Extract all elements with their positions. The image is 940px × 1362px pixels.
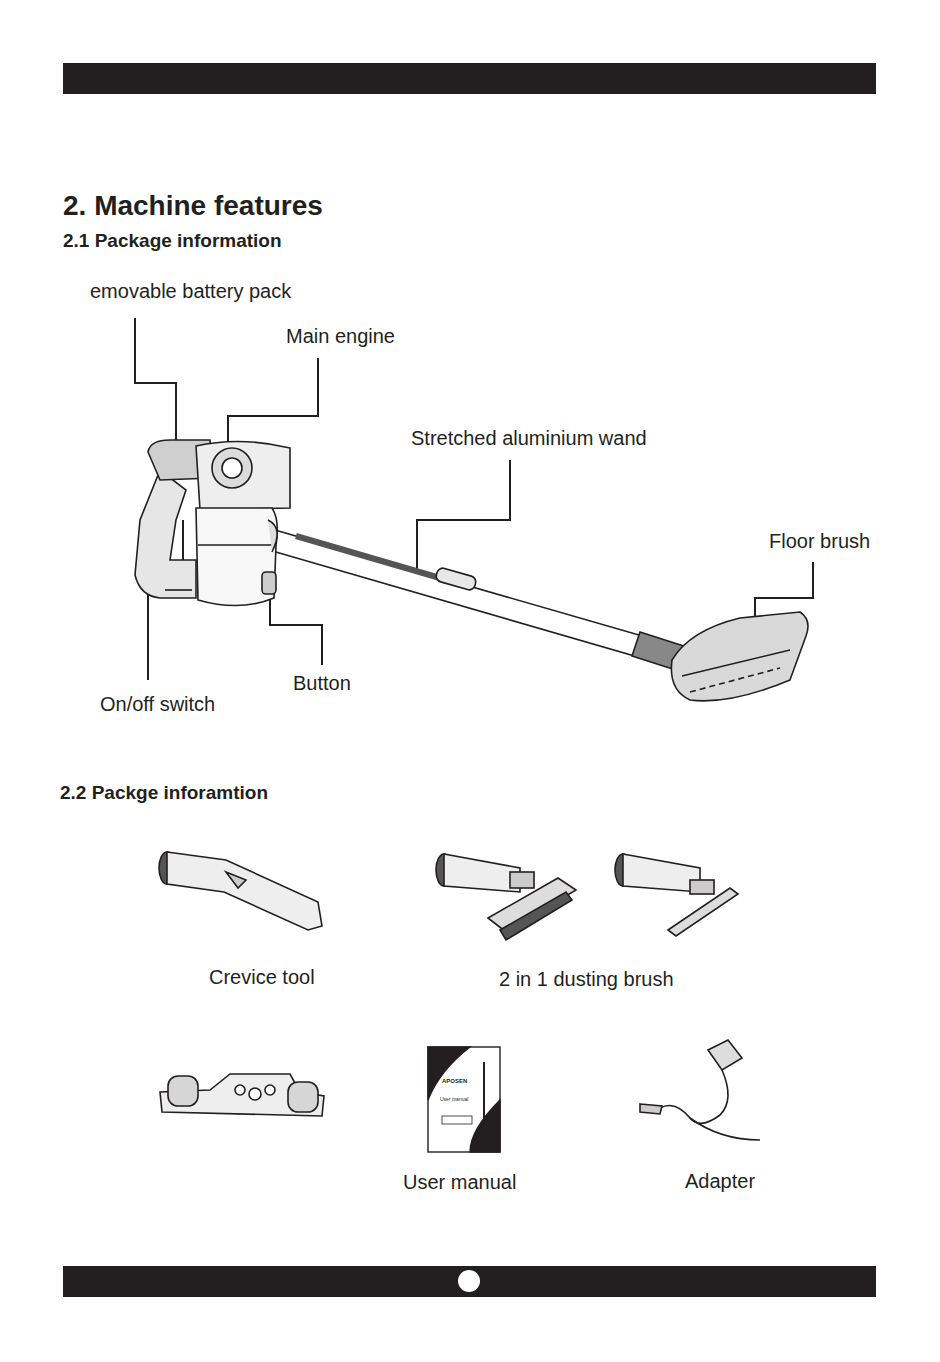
part-label: On/off switch bbox=[100, 692, 215, 716]
accessory-label: Adapter bbox=[685, 1169, 755, 1193]
dusting-brush-drawing bbox=[436, 854, 738, 940]
booklet-title: User manual bbox=[440, 1096, 468, 1102]
brand-mark: APOSEN bbox=[442, 1078, 467, 1085]
adapter-drawing bbox=[640, 1040, 760, 1140]
accessory-label: 2 in 1 dusting brush bbox=[499, 967, 674, 991]
accessory-label: User manual bbox=[403, 1170, 516, 1194]
subsection-heading: 2.2 Packge inforamtion bbox=[60, 782, 268, 805]
booklet-drawing bbox=[428, 1047, 500, 1152]
header-band bbox=[63, 63, 876, 94]
part-label: Floor brush bbox=[769, 529, 870, 553]
page-dot bbox=[458, 1270, 480, 1292]
part-label: Button bbox=[293, 671, 351, 695]
leader-lines bbox=[135, 318, 813, 680]
footer-band bbox=[63, 1266, 876, 1297]
wall-mount-drawing bbox=[160, 1074, 324, 1116]
section-title: 2. Machine features bbox=[63, 189, 323, 223]
part-label: Stretched aluminium wand bbox=[411, 426, 647, 450]
part-label: Main engine bbox=[286, 324, 395, 348]
part-label: emovable battery pack bbox=[90, 279, 291, 303]
accessory-label: Crevice tool bbox=[209, 965, 315, 989]
subsection-heading: 2.1 Package information bbox=[63, 230, 282, 253]
vacuum-drawing bbox=[135, 440, 808, 701]
crevice-tool-drawing bbox=[159, 852, 322, 930]
